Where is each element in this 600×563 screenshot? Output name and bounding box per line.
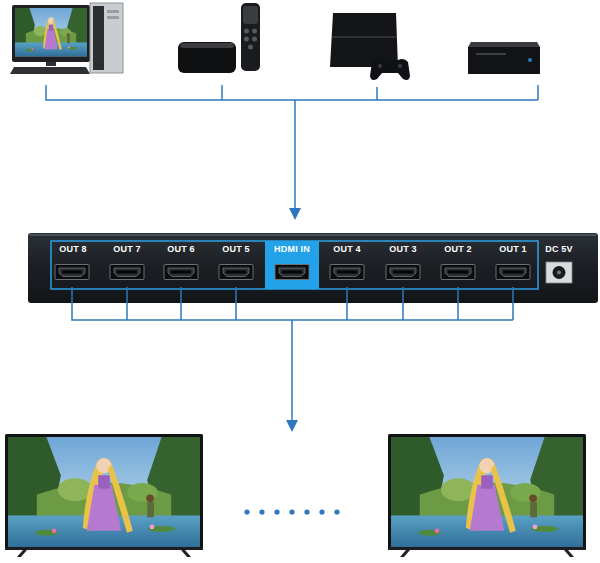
ellipsis-dots-part xyxy=(289,509,294,514)
media-box-icon-part xyxy=(180,43,234,48)
media-box-icon-part xyxy=(244,37,249,42)
input-wires-part xyxy=(46,85,538,100)
ellipsis-dots-part xyxy=(244,509,249,514)
media-box-icon-part xyxy=(178,42,236,73)
output-wires-part xyxy=(180,287,182,320)
port-label: OUT 6 xyxy=(167,244,195,255)
computer-icon-part xyxy=(15,8,87,56)
media-box-icon-part xyxy=(241,3,260,71)
input-port-cell: HDMI IN xyxy=(265,241,319,289)
splitter-housing-part xyxy=(553,266,566,279)
tv-display-part xyxy=(388,434,586,557)
output-wires xyxy=(72,287,513,422)
splitter-housing-part-part xyxy=(55,265,89,280)
arrow-head xyxy=(286,420,298,432)
splitter-housing-part xyxy=(330,265,364,280)
ellipsis-dots-part xyxy=(319,509,324,514)
input-wires xyxy=(46,85,538,210)
ellipsis-dots xyxy=(244,509,339,514)
computer-icon xyxy=(10,3,123,74)
output-wires-part xyxy=(126,287,128,320)
media-box-icon-part xyxy=(248,45,253,50)
game-console-icon-part xyxy=(370,59,410,80)
output-wires-part xyxy=(346,287,348,320)
media-box-icon-part xyxy=(252,29,257,34)
computer-icon-part xyxy=(107,16,119,19)
port-label: OUT 1 xyxy=(499,244,527,255)
hdmi-port-symbol xyxy=(275,265,309,280)
game-console-icon xyxy=(330,13,410,80)
computer-icon-part xyxy=(10,67,90,74)
computer-icon-part xyxy=(107,10,119,13)
port-label: OUT 7 xyxy=(113,244,141,255)
splitter-housing-part xyxy=(557,271,561,275)
splitter-housing-part xyxy=(51,241,538,289)
computer-icon-part xyxy=(90,3,123,73)
port-label: DC 5V xyxy=(545,244,573,255)
splitter-housing-part xyxy=(386,265,420,280)
port-label: OUT 8 xyxy=(59,244,87,255)
ellipsis-dots-part xyxy=(334,509,339,514)
output-wires-part xyxy=(235,287,237,320)
computer-icon-part xyxy=(12,5,90,62)
splitter-housing-part xyxy=(546,262,572,283)
arrow-head xyxy=(289,208,301,220)
disc-player-icon xyxy=(468,42,540,74)
splitter-housing-part xyxy=(110,265,144,280)
splitter-housing-part-part xyxy=(110,265,144,280)
output-wires-part xyxy=(402,287,404,320)
disc-player-icon-part xyxy=(528,58,532,62)
ellipsis-dots-part xyxy=(259,509,264,514)
input-wires-part xyxy=(294,100,296,210)
output-wires-part xyxy=(457,287,459,320)
ellipsis-dots-part xyxy=(304,509,309,514)
tv-display-part xyxy=(5,434,203,557)
computer-icon-part xyxy=(46,62,56,66)
disc-player-icon-part xyxy=(476,53,506,55)
splitter-housing-part-part xyxy=(219,265,253,280)
game-console-icon-part xyxy=(330,13,398,67)
media-box-icon xyxy=(178,3,260,73)
media-box-icon-part xyxy=(252,37,257,42)
computer-icon-part xyxy=(93,6,104,70)
splitter-housing-part xyxy=(55,265,89,280)
port-label: OUT 2 xyxy=(444,244,472,255)
hdmi-port-symbol xyxy=(275,265,309,280)
splitter-housing-part-part xyxy=(330,265,364,280)
computer-icon-part-part xyxy=(15,8,87,56)
disc-player-icon-part xyxy=(468,47,540,74)
splitter-housing-part-part xyxy=(441,265,475,280)
ellipsis-dots-part xyxy=(274,509,279,514)
input-wires-part xyxy=(537,85,539,100)
splitter-housing-part xyxy=(219,265,253,280)
output-wires-part xyxy=(72,287,513,320)
game-console-icon-part xyxy=(332,36,397,38)
port-label: OUT 5 xyxy=(222,244,250,255)
port-label: HDMI IN xyxy=(265,241,319,255)
game-console-icon-part xyxy=(398,64,402,68)
splitter-housing-part-part xyxy=(164,265,198,280)
splitter-housing-part xyxy=(164,265,198,280)
port-label: OUT 4 xyxy=(333,244,361,255)
output-wires-part xyxy=(512,287,514,320)
splitter-housing-part-part xyxy=(386,265,420,280)
input-wires-part xyxy=(221,85,223,100)
output-wires-part xyxy=(291,320,293,422)
splitter-housing-part xyxy=(496,265,530,280)
disc-player-icon-part xyxy=(468,42,540,47)
splitter-housing-part xyxy=(30,234,596,236)
tv-display xyxy=(5,434,203,557)
port-label: OUT 3 xyxy=(389,244,417,255)
media-box-icon-part xyxy=(244,29,249,34)
splitter-housing-part-part xyxy=(496,265,530,280)
input-wires-part xyxy=(376,87,378,100)
media-box-icon-part xyxy=(243,6,258,24)
game-console-icon-part xyxy=(378,64,382,68)
tv-display xyxy=(388,434,586,557)
splitter-housing-part xyxy=(441,265,475,280)
